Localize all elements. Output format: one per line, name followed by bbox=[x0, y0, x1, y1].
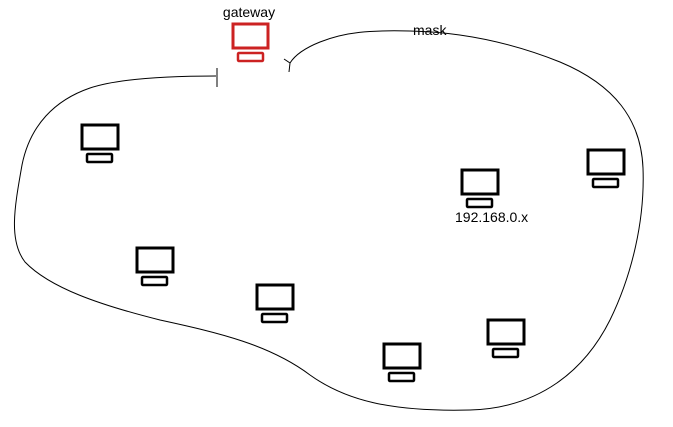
gateway-computer bbox=[231, 22, 270, 63]
host-monitor bbox=[460, 168, 500, 196]
ip-address-label: 192.168.0.x bbox=[455, 209, 528, 225]
host-base bbox=[387, 371, 416, 383]
host-computer bbox=[460, 168, 500, 209]
host-monitor bbox=[586, 148, 626, 176]
host-base bbox=[591, 177, 620, 189]
host-computer bbox=[486, 318, 526, 359]
gateway-base bbox=[236, 51, 265, 63]
host-base bbox=[85, 152, 114, 164]
host-computer bbox=[586, 148, 626, 189]
host-computer bbox=[255, 283, 295, 324]
network-boundary bbox=[13, 30, 644, 411]
host-monitor bbox=[255, 283, 295, 311]
gateway-monitor bbox=[231, 22, 270, 50]
host-computer bbox=[80, 123, 120, 164]
mask-label: mask bbox=[413, 22, 447, 38]
host-monitor bbox=[135, 246, 175, 274]
host-base bbox=[140, 275, 169, 287]
host-monitor bbox=[382, 342, 422, 370]
gateway-label: gateway bbox=[223, 4, 275, 20]
boundary-gap-mark-right bbox=[283, 58, 291, 73]
host-monitor bbox=[486, 318, 526, 346]
host-monitor bbox=[80, 123, 120, 151]
host-base bbox=[491, 347, 520, 359]
host-base bbox=[260, 312, 289, 324]
host-computer bbox=[382, 342, 422, 383]
host-computer bbox=[135, 246, 175, 287]
host-base bbox=[465, 197, 494, 209]
